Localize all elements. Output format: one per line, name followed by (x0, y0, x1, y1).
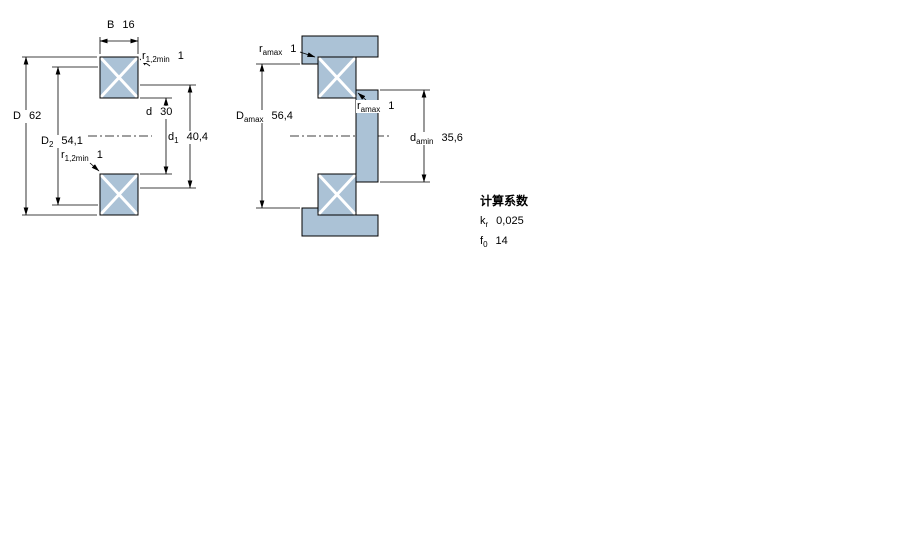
dim-label-ramax-mid: ramax 1 (356, 100, 396, 115)
dim-value: 1 (388, 100, 395, 112)
dim-symbol: D (41, 135, 49, 147)
dim-symbol: d (146, 106, 153, 118)
dim-subscript: amax (360, 105, 381, 115)
mounting-dimension-view (290, 35, 392, 237)
dim-label-d: d 30 (145, 106, 174, 119)
dim-symbol: r (142, 50, 146, 62)
dim-subscript: amax (262, 48, 283, 58)
dim-value: 1 (290, 43, 297, 55)
dim-subscript: 1,2min (64, 154, 89, 164)
bearing-cross-section (88, 55, 152, 217)
factor-subscript: r (485, 220, 489, 230)
dim-label-D2: D2 54,1 (40, 135, 84, 150)
dim-symbol: D (236, 110, 244, 122)
dim-label-r12-top: r1,2min 1 (141, 50, 185, 65)
dim-value: 16 (122, 19, 135, 31)
dim-symbol: d (168, 131, 175, 143)
dim-label-D: D 62 (12, 110, 43, 123)
dim-symbol: d (410, 132, 417, 144)
calc-factor-kr: kr 0,025 (480, 215, 524, 230)
dim-subscript: 1,2min (145, 55, 170, 65)
dim-label-d1: d1 40,4 (167, 131, 209, 146)
dim-label-ramax-top: ramax 1 (258, 43, 298, 58)
calc-factors-title: 计算系数 (480, 194, 529, 208)
dim-label-Damax: Damax 56,4 (235, 110, 294, 125)
dim-value: 56,4 (271, 110, 293, 122)
factor-value: 14 (495, 235, 508, 247)
dim-subscript: 1 (174, 136, 179, 146)
dim-label-r12-left: r1,2min 1 (60, 149, 104, 164)
dim-value: 54,1 (61, 135, 83, 147)
dim-label-B: B 16 (106, 19, 136, 32)
factor-symbol: k (480, 215, 486, 227)
dim-value: 30 (160, 106, 173, 118)
calc-factor-f0: f0 14 (480, 235, 508, 250)
dim-subscript: amax (243, 115, 264, 125)
dim-value: 1 (177, 50, 184, 62)
factor-value: 0,025 (496, 215, 524, 227)
dim-symbol: r (259, 43, 263, 55)
dim-symbol: D (13, 110, 21, 122)
dim-value: 40,4 (186, 131, 208, 143)
factor-symbol: f (480, 235, 484, 247)
dim-subscript: 2 (48, 140, 54, 150)
dim-label-damin: damin 35,6 (409, 132, 464, 147)
dim-value: 35,6 (441, 132, 463, 144)
dim-value: 62 (28, 110, 42, 122)
dim-value: 1 (96, 149, 103, 161)
dim-subscript: amin (416, 137, 434, 147)
factor-subscript: 0 (483, 240, 488, 250)
dim-symbol: B (107, 19, 115, 31)
dim-symbol: r (357, 100, 361, 112)
dim-symbol: r (61, 149, 65, 161)
